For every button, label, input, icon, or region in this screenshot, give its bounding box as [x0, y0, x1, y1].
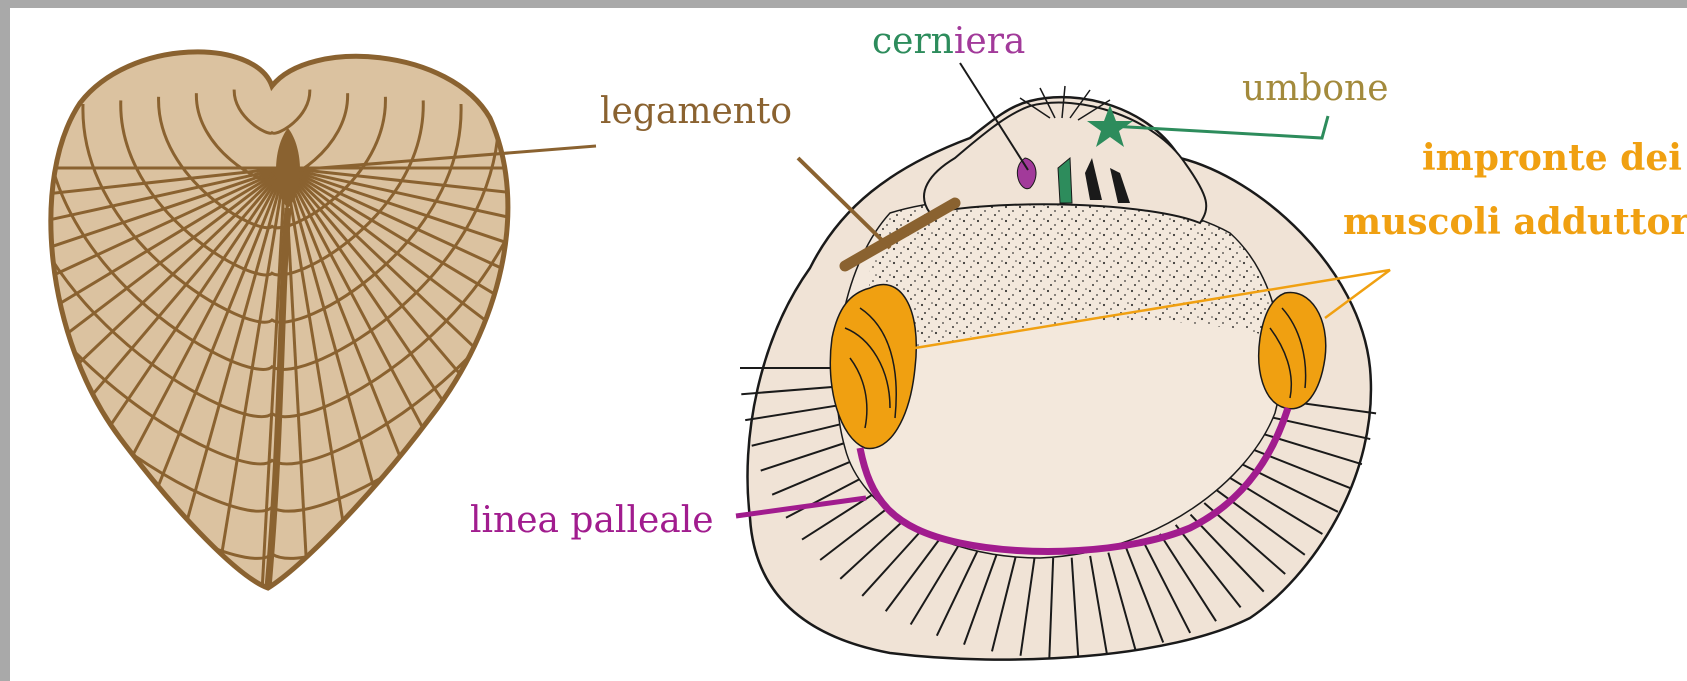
label-impronte-line1: impronte dei [1422, 137, 1682, 179]
label-legamento: legamento [600, 91, 792, 132]
label-cerniera-part2: iera [954, 21, 1026, 62]
adductor-scar-right [1259, 292, 1326, 408]
label-impronte-line2: muscoli adduttori [1343, 201, 1687, 243]
label-cerniera-part1: cern [872, 21, 954, 62]
label-cerniera: cerniera [872, 21, 1025, 62]
label-umbone: umbone [1242, 68, 1389, 109]
right-shell [740, 86, 1376, 660]
left-shell [10, 52, 805, 681]
label-linea-palleale: linea palleale [470, 500, 714, 541]
diagram-svg: cerniera umbone legamento impronte dei m… [10, 8, 1687, 681]
diagram-canvas: cerniera umbone legamento impronte dei m… [10, 8, 1687, 681]
hinge-tooth-purple [1017, 158, 1036, 189]
